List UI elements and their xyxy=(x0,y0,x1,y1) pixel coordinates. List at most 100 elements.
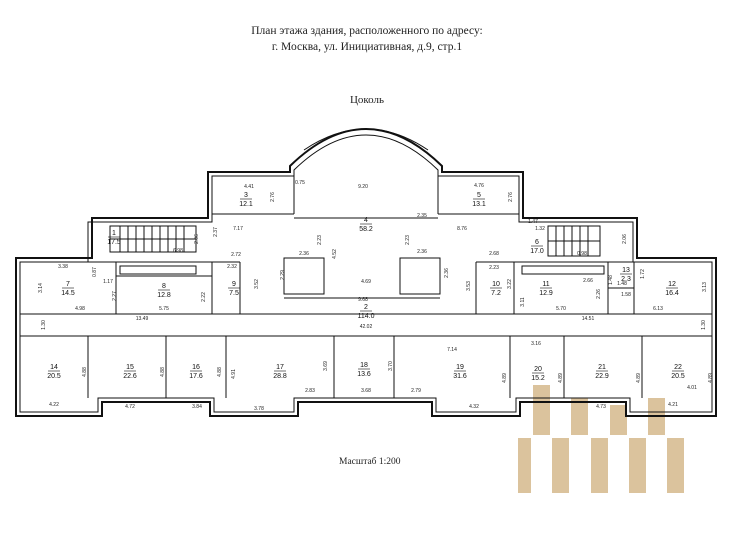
room-area: 7.2 xyxy=(491,290,501,297)
room-number: 21 xyxy=(598,364,606,371)
dimension-label: 4.88 xyxy=(82,367,88,377)
dimension-label: 4.89 xyxy=(558,373,564,383)
room-number: 10 xyxy=(492,281,500,288)
dimension-label: 2.36 xyxy=(417,249,427,255)
dimension-label: 2.29 xyxy=(280,270,286,280)
room-area: 7.5 xyxy=(229,290,239,297)
room-number: 13 xyxy=(622,267,630,274)
dimension-label: 4.88 xyxy=(160,367,166,377)
dimension-label: 4.22 xyxy=(49,402,59,408)
dimension-label: 7.17 xyxy=(233,226,243,232)
dimension-label: 4.41 xyxy=(244,184,254,190)
room-number: 9 xyxy=(232,281,236,288)
room-area: 14.5 xyxy=(61,290,75,297)
room-number: 4 xyxy=(364,217,368,224)
dimension-label: 8.76 xyxy=(457,226,467,232)
dimension-label: 2.76 xyxy=(270,192,276,202)
room-area: 12.9 xyxy=(539,290,553,297)
room-area: 20.5 xyxy=(47,373,61,380)
dimension-label: 42.02 xyxy=(360,324,373,330)
room-number: 1 xyxy=(112,230,116,237)
dimension-label: 2.76 xyxy=(508,192,514,202)
dimension-label: 0.98 xyxy=(577,251,587,257)
dimension-label: 2.26 xyxy=(596,289,602,299)
room-number: 20 xyxy=(534,366,542,373)
dimension-label: 1.48 xyxy=(617,281,627,287)
dimension-label: 5.75 xyxy=(159,306,169,312)
dimension-label: 4.73 xyxy=(596,404,606,410)
dimension-label: 1.58 xyxy=(621,292,631,298)
dimension-label: 5.70 xyxy=(556,306,566,312)
dimension-label: 4.21 xyxy=(668,402,678,408)
dimension-label: 2.23 xyxy=(317,235,323,245)
dimension-label: 4.88 xyxy=(217,367,223,377)
dimension-label: 3.16 xyxy=(531,341,541,347)
room-area: 58.2 xyxy=(359,226,373,233)
dimension-label: 3.70 xyxy=(388,361,394,371)
dimension-label: 4.89 xyxy=(502,373,508,383)
room-number: 2 xyxy=(364,304,368,311)
room-area: 12.1 xyxy=(239,201,253,208)
dimension-label: 4.01 xyxy=(687,385,697,391)
dimension-label: 14.51 xyxy=(582,316,595,322)
dimension-label: 3.14 xyxy=(38,283,44,293)
dimension-label: 3.38 xyxy=(58,264,68,270)
dimension-label: 3.53 xyxy=(466,281,472,291)
dimension-label: 3.78 xyxy=(254,406,264,412)
dimension-label: 2.37 xyxy=(213,227,219,237)
dimension-label: 2.36 xyxy=(444,268,450,278)
dimension-label: 4.89 xyxy=(708,373,714,383)
dimension-label: 4.76 xyxy=(474,183,484,189)
dimension-label: 4.69 xyxy=(361,279,371,285)
scale-label: Масштаб 1:200 xyxy=(339,457,401,467)
room-number: 22 xyxy=(674,364,682,371)
room-area: 17.5 xyxy=(107,239,121,246)
dimension-label: 0.87 xyxy=(92,267,98,277)
room-area: 22.6 xyxy=(123,373,137,380)
room-area: 22.9 xyxy=(595,373,609,380)
room-number: 5 xyxy=(477,192,481,199)
room-area: 31.6 xyxy=(453,373,467,380)
dimension-label: 2.79 xyxy=(411,388,421,394)
dimension-label: 2.68 xyxy=(489,251,499,257)
dimension-label: 3.52 xyxy=(254,279,260,289)
dimension-label: 1.47 xyxy=(528,219,538,225)
dimension-label: 2.35 xyxy=(417,213,427,219)
dimension-label: 6.98 xyxy=(173,248,183,254)
dimension-label: 3.84 xyxy=(192,404,202,410)
room-area: 2.3 xyxy=(621,276,631,283)
dimension-label: 3.11 xyxy=(520,297,526,307)
room-area: 20.5 xyxy=(671,373,685,380)
room-number: 7 xyxy=(66,281,70,288)
dimension-label: 4.91 xyxy=(231,369,237,379)
dimension-label: 1.72 xyxy=(640,269,646,279)
room-number: 14 xyxy=(50,364,58,371)
room-area: 13.6 xyxy=(357,371,371,378)
plan-title-line2: г. Москва, ул. Инициативная, д.9, стр.1 xyxy=(271,41,463,53)
room-number: 6 xyxy=(535,239,539,246)
dimension-label: 13.49 xyxy=(136,316,149,322)
dimension-label: 9.20 xyxy=(358,184,368,190)
dimension-label: 1.30 xyxy=(41,320,47,330)
dimension-label: 2.23 xyxy=(489,265,499,271)
dimension-label: 2.72 xyxy=(231,252,241,258)
dimension-label: 1.30 xyxy=(701,320,707,330)
room-number: 3 xyxy=(244,192,248,199)
dimension-label: 0.75 xyxy=(295,180,305,186)
dimension-label: 2.06 xyxy=(194,234,200,244)
dimension-label: 4.52 xyxy=(332,249,338,259)
room-number: 18 xyxy=(360,362,368,369)
dimension-label: 9.68 xyxy=(358,297,368,303)
room-area: 17.0 xyxy=(530,248,544,255)
floor-level-label: Цоколь xyxy=(350,94,384,106)
dimension-label: 1.48 xyxy=(608,275,614,285)
room-number: 11 xyxy=(542,281,549,288)
dimension-label: 2.27 xyxy=(112,291,118,301)
dimension-label: 2.32 xyxy=(227,264,237,270)
dimension-label: 2.66 xyxy=(583,278,593,284)
room-area: 15.2 xyxy=(531,375,545,382)
room-number: 19 xyxy=(456,364,464,371)
room-area: 114.0 xyxy=(358,313,375,320)
